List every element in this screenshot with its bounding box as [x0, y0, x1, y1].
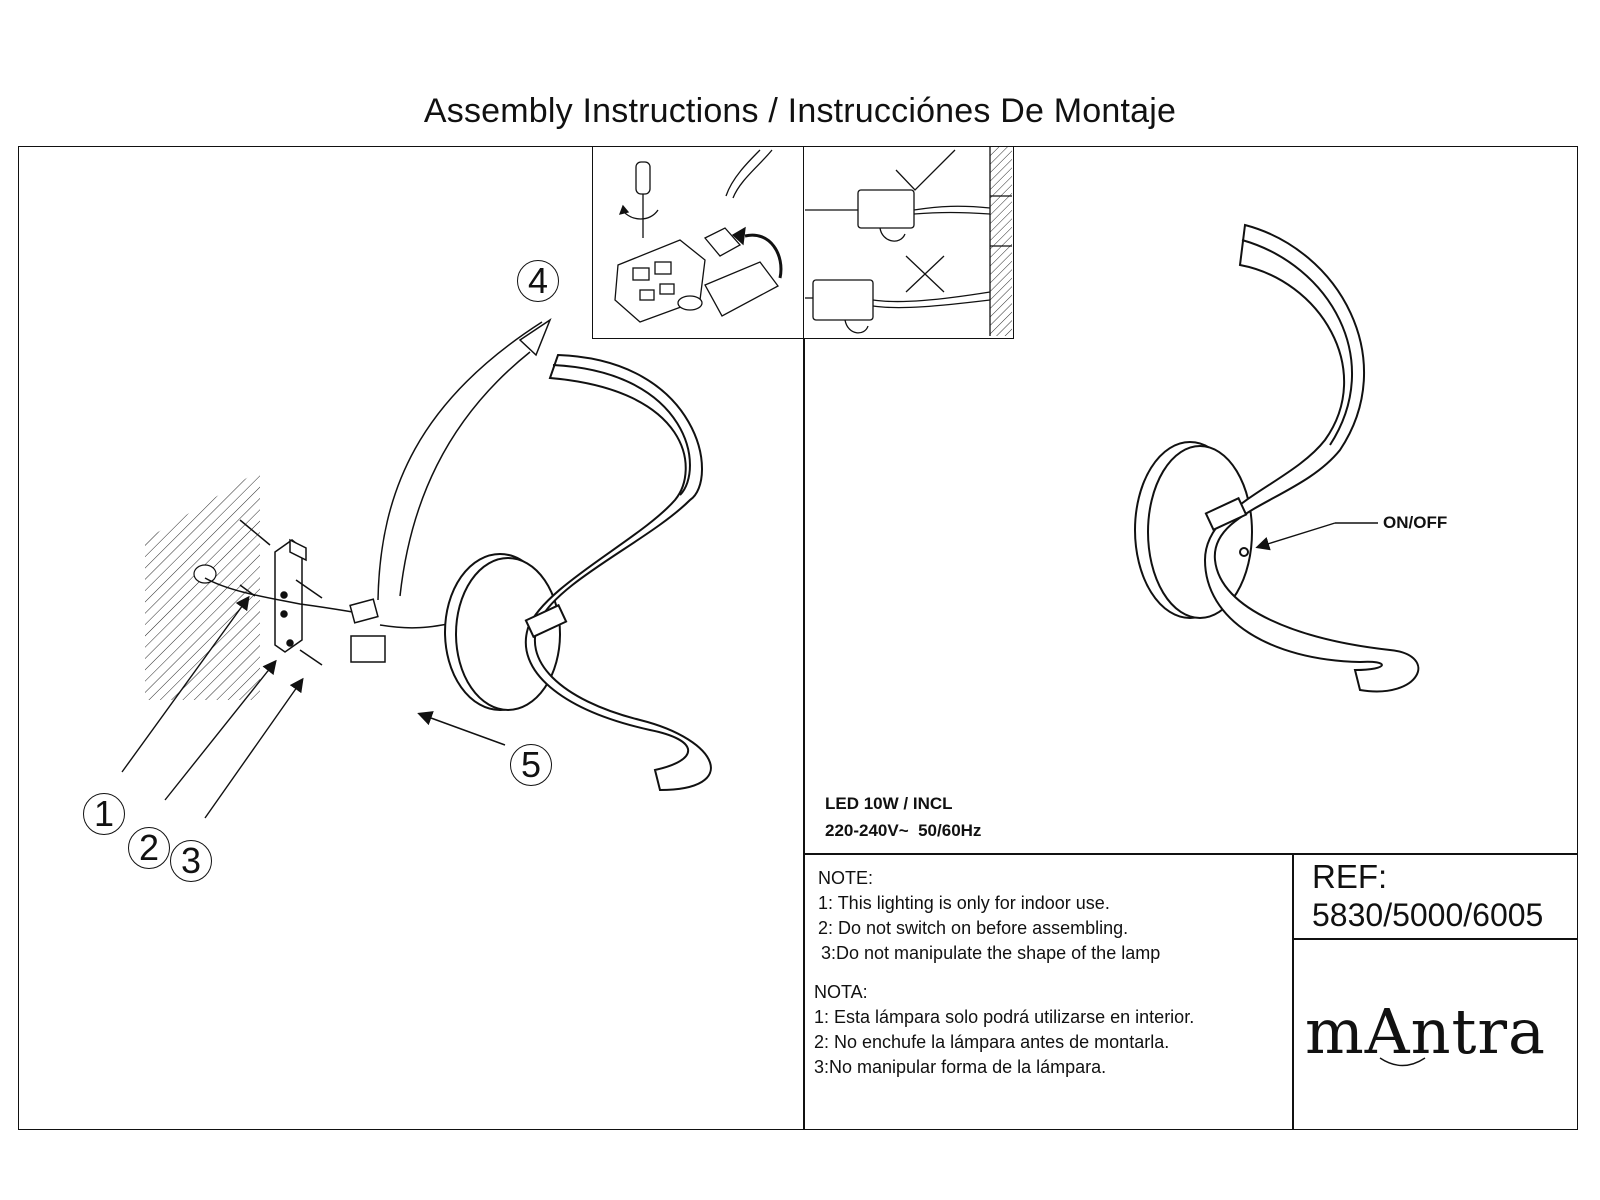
divider-notes-ref — [1292, 853, 1294, 1130]
wall-hole — [193, 564, 217, 584]
reference-code: 5830/5000/6005 — [1312, 897, 1544, 933]
lamp-exploded-view — [444, 353, 712, 792]
step5-arrow — [417, 711, 506, 746]
terminal-block — [349, 598, 386, 663]
lamp-specs: LED 10W / INCL 220-240V~ 50/60Hz — [825, 790, 981, 844]
note-english-heading: NOTE: — [818, 868, 874, 888]
reference-label: REF: — [1312, 858, 1388, 895]
note-english-item-2: 2: Do not switch on before assembling. — [818, 918, 1129, 938]
divider-notes-top — [803, 853, 1578, 855]
note-spanish-item-3: 3:No manipular forma de la lámpara. — [814, 1057, 1107, 1077]
step-number-1: 1 — [83, 793, 125, 835]
note-spanish: NOTA: 1: Esta lámpara solo podrá utiliza… — [814, 980, 1194, 1080]
step4-curved-arrow — [377, 321, 543, 601]
divider-ref-logo — [1292, 938, 1578, 940]
note-english-item-1: 1: This lighting is only for indoor use. — [818, 893, 1110, 913]
note-english: NOTE: 1: This lighting is only for indoo… — [818, 866, 1160, 966]
mounting-bracket — [274, 538, 307, 653]
step-number-2: 2 — [128, 827, 170, 869]
step-number-3: 3 — [170, 840, 212, 882]
brand-logo: mAntra — [1305, 995, 1547, 1068]
wall-hatching — [145, 470, 260, 700]
lamp-assembled-view — [1134, 223, 1420, 693]
specs-power: LED 10W / INCL — [825, 794, 953, 813]
supply-wire — [204, 577, 366, 615]
step-number-5: 5 — [510, 744, 552, 786]
onoff-pointer — [1255, 522, 1378, 551]
step-number-4: 4 — [517, 260, 559, 302]
note-spanish-item-2: 2: No enchufe la lámpara antes de montar… — [814, 1032, 1170, 1052]
specs-voltage: 220-240V~ 50/60Hz — [825, 821, 982, 840]
note-spanish-heading: NOTA: — [814, 982, 868, 1002]
page-title: Assembly Instructions / Instrucciónes De… — [423, 92, 1177, 130]
note-spanish-item-1: 1: Esta lámpara solo podrá utilizarse en… — [814, 1007, 1195, 1027]
logo-smile — [1379, 1057, 1426, 1067]
note-english-item-3: 3:Do not manipulate the shape of the lam… — [821, 943, 1161, 963]
step-leader-lines — [121, 595, 304, 819]
wiring-detail-drawing — [614, 149, 783, 323]
onoff-label: ON/OFF — [1383, 513, 1448, 532]
connector-detail-drawing — [805, 146, 1012, 336]
divider-vertical-middle — [803, 146, 805, 1130]
